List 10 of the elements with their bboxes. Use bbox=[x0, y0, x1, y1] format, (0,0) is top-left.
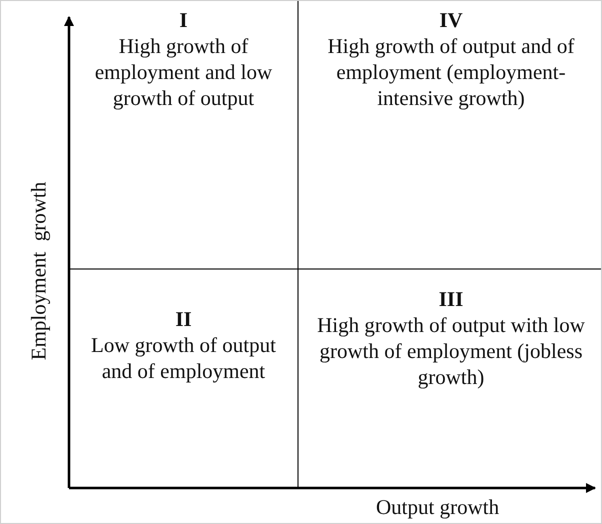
quadrant-description: Low growth of output and of employment bbox=[90, 332, 277, 384]
quadrant-description: High growth of employment and low growth of output bbox=[94, 33, 274, 111]
quadrant-description: High growth of output and of employment (employment-intensive growth) bbox=[326, 33, 576, 111]
quadrant-description: High growth of output with low growth of employment (jobless growth) bbox=[316, 312, 586, 390]
axis-title: Output growth bbox=[376, 495, 500, 520]
quadrant-number: II bbox=[175, 306, 192, 332]
quadrant-number: I bbox=[179, 7, 188, 33]
quadrant-number: IV bbox=[439, 7, 463, 33]
quadrant-number: III bbox=[438, 286, 464, 312]
axis-title: Employment growth bbox=[26, 182, 52, 360]
